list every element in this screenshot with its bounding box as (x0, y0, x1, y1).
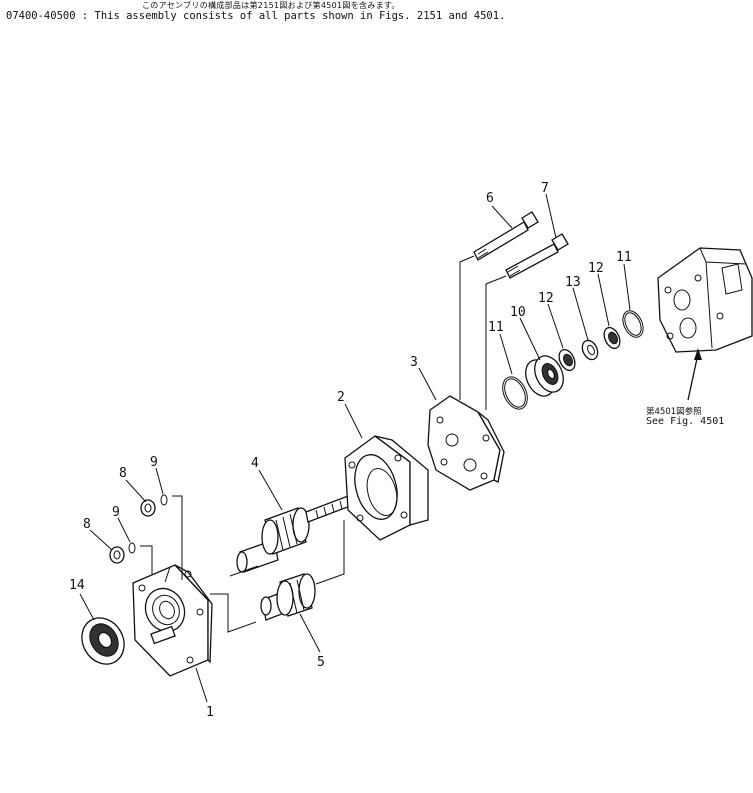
part-10-seal (525, 355, 564, 397)
callout-11-right: 11 (616, 250, 632, 265)
leader-6 (491, 205, 513, 229)
washer-leader-lower (140, 545, 153, 574)
leader-9b (117, 517, 131, 543)
callout-6: 6 (486, 191, 494, 206)
callout-11-left: 11 (488, 320, 504, 335)
leader-11a (499, 333, 513, 375)
callout-14: 14 (69, 578, 85, 593)
leader-11b (623, 263, 631, 311)
part-9-washer-lower (128, 542, 136, 554)
leader-12a (547, 303, 564, 349)
leader-10 (519, 317, 541, 361)
part-13-spacer (581, 339, 599, 361)
reference-arrow (687, 353, 699, 401)
part-11-o-ring-left (502, 376, 528, 410)
leader-13 (572, 287, 589, 341)
callout-labels: 1 2 3 4 5 6 7 8 8 9 9 10 11 11 12 12 13 … (69, 181, 632, 720)
header-note-jp: このアセンブリの構成部品は第2151図および第4501図を含みます。 (142, 1, 400, 10)
bolt-7-leader (485, 275, 507, 410)
part-1-front-cover (132, 564, 213, 677)
callout-leaders (79, 193, 631, 703)
driven-gear-leader-b (315, 520, 345, 585)
part-12-bearing-left (558, 348, 576, 372)
part-2-gear-case (344, 435, 429, 541)
header: このアセンブリの構成部品は第2151図および第4501図を含みます。 07400… (0, 0, 753, 24)
callout-8-upper: 8 (119, 466, 127, 481)
callout-12-right: 12 (588, 261, 604, 276)
callout-4: 4 (251, 456, 259, 471)
part-7-bolt (505, 233, 569, 279)
callout-7: 7 (541, 181, 549, 196)
part-12-bearing-right (603, 326, 621, 350)
part-6-bolt (473, 211, 539, 261)
leader-7 (545, 193, 557, 239)
leader-9a (155, 467, 164, 495)
callout-13: 13 (565, 275, 581, 290)
leader-1 (195, 667, 208, 703)
reference-note-en: See Fig. 4501 (646, 416, 725, 427)
bolt-6-leader (459, 255, 475, 400)
leader-4 (258, 469, 283, 511)
leader-2 (344, 403, 363, 439)
callout-3: 3 (410, 355, 418, 370)
part-5-driven-gear (260, 573, 316, 621)
callout-10: 10 (510, 305, 526, 320)
part-9-washer-upper (160, 494, 168, 506)
callout-9-upper: 9 (150, 455, 158, 470)
leader-5 (299, 613, 321, 653)
part-8-nut-upper (140, 499, 156, 517)
part-8-nut-lower (109, 546, 125, 564)
washer-leader-upper (172, 495, 183, 580)
leader-3 (418, 367, 437, 401)
part-4-drive-gear (236, 495, 351, 573)
callout-5: 5 (317, 655, 325, 670)
callout-12-left: 12 (538, 291, 554, 306)
header-note-en: 07400-40500 : This assembly consists of … (6, 10, 506, 22)
reference-arrowhead (694, 348, 702, 360)
leader-14 (79, 593, 95, 621)
callout-2: 2 (337, 390, 345, 405)
callout-8-lower: 8 (83, 517, 91, 532)
leader-8a (125, 479, 147, 503)
leader-8b (89, 529, 113, 551)
part-3-rear-cover (427, 395, 505, 491)
leader-12b (597, 273, 610, 327)
reference-note-jp: 第4501図参照 (646, 407, 702, 417)
drive-gear-leader (229, 565, 259, 577)
callout-9-lower: 9 (112, 505, 120, 520)
fig-4501-housing (657, 247, 753, 353)
callout-1: 1 (206, 705, 214, 720)
driven-gear-leader-a (210, 593, 257, 633)
part-11-o-ring-right (622, 310, 644, 338)
part-14-seal (81, 617, 125, 665)
